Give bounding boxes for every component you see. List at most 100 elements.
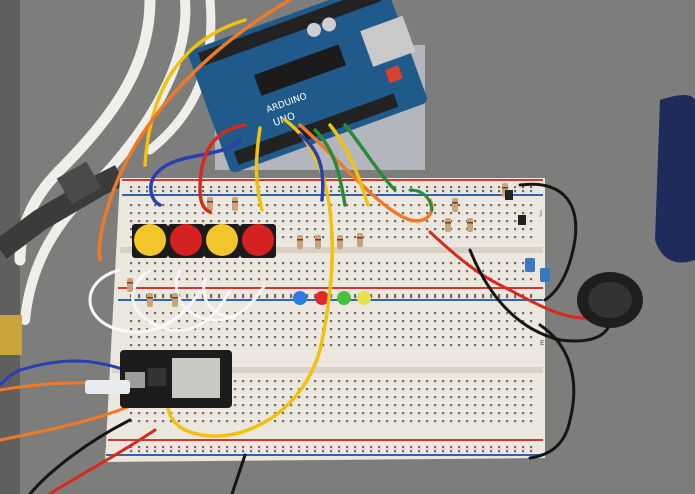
hole: [170, 420, 173, 423]
hole: [282, 328, 285, 331]
hole: [338, 262, 341, 265]
hole: [386, 388, 389, 391]
hole: [498, 404, 501, 407]
hole: [354, 228, 357, 231]
hole: [522, 190, 525, 193]
hole: [250, 190, 253, 193]
hole: [338, 450, 341, 453]
hole: [314, 446, 317, 449]
hole: [130, 344, 133, 347]
hole: [474, 236, 477, 239]
hole: [362, 328, 365, 331]
hole: [522, 312, 525, 315]
hole: [354, 270, 357, 273]
hole: [290, 388, 293, 391]
hole: [498, 212, 501, 215]
hole: [474, 190, 477, 193]
hole: [186, 262, 189, 265]
hole: [370, 446, 373, 449]
hole: [186, 320, 189, 323]
hole: [186, 212, 189, 215]
hole: [394, 278, 397, 281]
hole: [234, 270, 237, 273]
microcontroller-module: [120, 350, 232, 408]
hole: [298, 344, 301, 347]
hole: [338, 320, 341, 323]
hole: [410, 420, 413, 423]
hole: [426, 278, 429, 281]
hole: [386, 446, 389, 449]
right-letter-j: J: [539, 209, 542, 217]
hole: [194, 294, 197, 297]
transistor-1: [505, 190, 513, 200]
hole: [146, 312, 149, 315]
hole: [522, 204, 525, 207]
hole: [450, 204, 453, 207]
hole: [394, 388, 397, 391]
hole: [474, 212, 477, 215]
hole: [522, 412, 525, 415]
hole: [386, 296, 389, 299]
resistor-band: [445, 222, 451, 224]
hole: [338, 446, 341, 449]
hole: [434, 278, 437, 281]
hole: [338, 412, 341, 415]
hole: [490, 320, 493, 323]
hole: [282, 320, 285, 323]
hole: [458, 220, 461, 223]
hole: [146, 278, 149, 281]
hole: [442, 296, 445, 299]
hole: [274, 446, 277, 449]
hole: [258, 420, 261, 423]
hole: [330, 204, 333, 207]
hole: [498, 446, 501, 449]
hole: [170, 270, 173, 273]
hole: [210, 420, 213, 423]
hole: [426, 186, 429, 189]
hole: [450, 220, 453, 223]
hole: [242, 336, 245, 339]
hole: [274, 270, 277, 273]
hole: [298, 186, 301, 189]
hole: [482, 236, 485, 239]
hole: [394, 270, 397, 273]
hole: [218, 328, 221, 331]
hole: [266, 320, 269, 323]
hole: [290, 404, 293, 407]
hole: [218, 336, 221, 339]
hole: [386, 312, 389, 315]
hole: [274, 336, 277, 339]
hole: [154, 420, 157, 423]
hole: [514, 262, 517, 265]
hole: [178, 328, 181, 331]
hole: [282, 388, 285, 391]
hole: [506, 228, 509, 231]
hole: [466, 296, 469, 299]
hole: [482, 228, 485, 231]
hole: [170, 190, 173, 193]
hole: [162, 212, 165, 215]
hole: [514, 420, 517, 423]
hole: [138, 212, 141, 215]
hole: [434, 380, 437, 383]
hole: [442, 294, 445, 297]
hole: [250, 328, 253, 331]
hole: [482, 270, 485, 273]
hole: [162, 312, 165, 315]
hole: [482, 190, 485, 193]
hole: [154, 446, 157, 449]
hole: [394, 396, 397, 399]
hole: [474, 228, 477, 231]
hole: [218, 420, 221, 423]
hole: [346, 450, 349, 453]
hole: [146, 262, 149, 265]
resistors: [127, 183, 508, 307]
hole: [498, 450, 501, 453]
hole: [498, 320, 501, 323]
hole: [434, 212, 437, 215]
hole: [242, 220, 245, 223]
hole: [466, 204, 469, 207]
hole: [274, 312, 277, 315]
hole: [234, 380, 237, 383]
hole: [346, 420, 349, 423]
